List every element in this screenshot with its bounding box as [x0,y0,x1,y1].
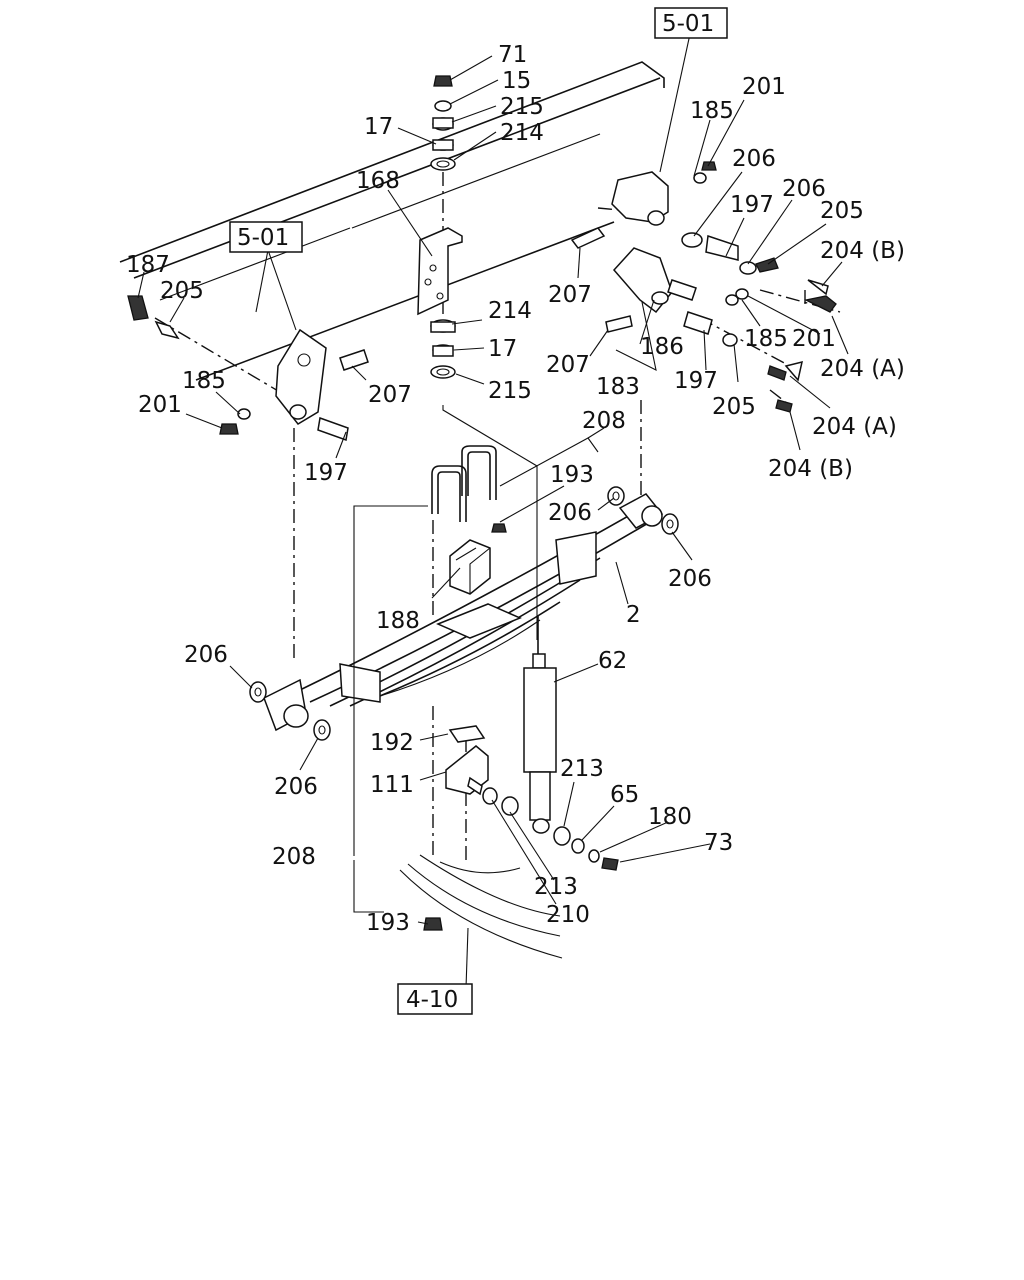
label-17: 17 [364,114,393,140]
top-mount-stack [430,75,456,171]
label-192: 192 [370,730,414,756]
label-201: 201 [792,326,836,352]
ref-label-5-01-top: 5-01 [662,11,714,37]
ref-box-4-10: 4-10 [397,983,473,1015]
label-188: 188 [376,608,420,634]
label-197: 197 [674,368,718,394]
label-206: 206 [782,176,826,202]
ref-box-5-01-top: 5-01 [654,7,728,39]
leader-lines [137,33,849,989]
label-205: 205 [712,394,756,420]
u-bolts [431,445,507,533]
label-185: 185 [182,368,226,394]
label-183: 183 [596,374,640,400]
label-65: 65 [610,782,639,808]
label-215: 215 [488,378,532,404]
label-187: 187 [126,252,170,278]
label-197: 197 [304,460,348,486]
label-208: 208 [272,844,316,870]
label-207: 207 [546,352,590,378]
label-201: 201 [138,392,182,418]
ref-label-4-10: 4-10 [406,987,458,1013]
label-73: 73 [704,830,733,856]
label-185: 185 [690,98,734,124]
part-labels: 71 15 215 17 214 168 185 201 206 197 206… [126,42,905,936]
label-204-a: 204 (A) [812,414,897,440]
label-206: 206 [548,500,592,526]
wheel-arcs [399,854,563,959]
label-206: 206 [274,774,318,800]
bump-stop [449,539,491,595]
frame-rail [119,61,665,381]
washers-206 [249,486,679,741]
bracket-168 [417,227,463,316]
label-204-b: 204 (B) [768,456,853,482]
label-214: 214 [500,120,544,146]
lower-bracket [423,725,619,931]
label-207: 207 [368,382,412,408]
label-197: 197 [730,192,774,218]
label-193: 193 [550,462,594,488]
shock-absorber [523,616,557,834]
label-206: 206 [732,146,776,172]
label-210: 210 [546,902,590,928]
label-17: 17 [488,336,517,362]
label-201: 201 [742,74,786,100]
label-205: 205 [160,278,204,304]
label-208: 208 [582,408,626,434]
label-206: 206 [668,566,712,592]
label-2: 2 [626,602,641,628]
label-206: 206 [184,642,228,668]
ref-label-5-01-left: 5-01 [237,225,289,251]
label-186: 186 [640,334,684,360]
label-213: 213 [560,756,604,782]
label-213: 213 [534,874,578,900]
lower-mount-stack [430,319,456,379]
label-207: 207 [548,282,592,308]
label-180: 180 [648,804,692,830]
label-205: 205 [820,198,864,224]
label-168: 168 [356,168,400,194]
label-111: 111 [370,772,414,798]
center-lines [154,172,841,862]
rear-hanger-bracket [570,161,779,275]
label-204-b: 204 (B) [820,238,905,264]
label-71: 71 [498,42,527,68]
label-15: 15 [502,68,531,94]
label-185: 185 [744,326,788,352]
label-214: 214 [488,298,532,324]
label-193: 193 [366,910,410,936]
front-hanger-bracket [127,295,369,442]
leaf-spring [263,493,664,732]
label-62: 62 [598,648,627,674]
label-204-a: 204 (A) [820,356,905,382]
label-215: 215 [500,94,544,120]
ref-box-5-01-left: 5-01 [229,221,303,253]
shackle [605,247,837,413]
